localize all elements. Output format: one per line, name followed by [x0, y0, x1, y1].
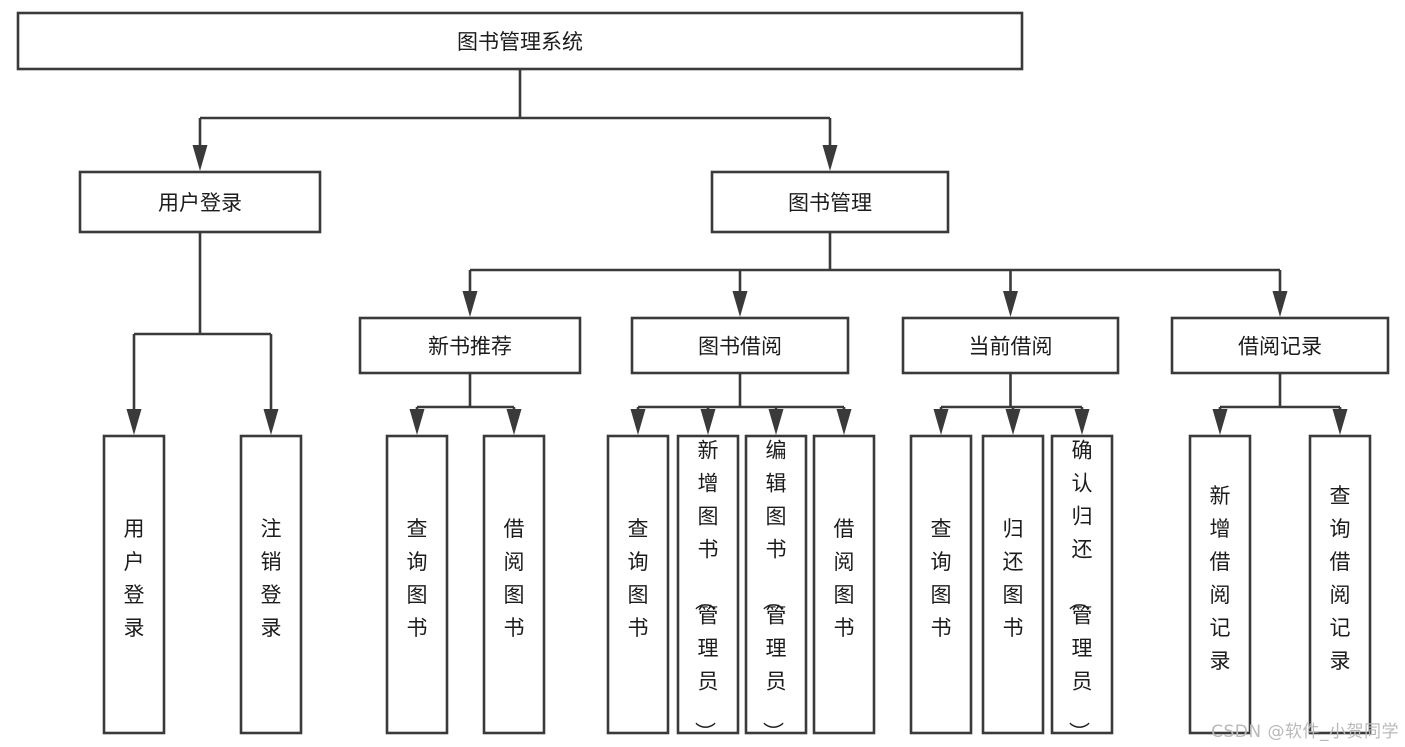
node-box-book-manage[interactable]	[710, 170, 950, 234]
node-label-book-manage: 图书管理	[788, 191, 872, 215]
node-new-book-rec[interactable]: 新书推荐	[358, 316, 582, 375]
node-label-leaf-query-book-1: 查询图书	[407, 517, 428, 640]
node-box-leaf-confirm-return[interactable]	[1050, 434, 1114, 735]
node-leaf-query-book-2[interactable]: 查询图书	[606, 434, 670, 735]
node-box-leaf-borrow-book-2[interactable]	[812, 434, 876, 735]
edge-root-to-modules	[192, 69, 838, 171]
node-leaf-return-book[interactable]: 归还图书	[981, 434, 1045, 735]
node-box-leaf-add-book[interactable]	[676, 434, 740, 735]
node-box-leaf-query-record[interactable]	[1308, 434, 1372, 735]
node-box-leaf-user-login[interactable]	[102, 434, 166, 735]
node-box-leaf-user-logout[interactable]	[239, 434, 303, 735]
node-label-leaf-query-book-3: 查询图书	[931, 517, 952, 640]
node-box-leaf-edit-book[interactable]	[744, 434, 808, 735]
node-leaf-query-record[interactable]: 查询借阅记录	[1308, 434, 1372, 735]
node-box-new-book-rec[interactable]	[358, 316, 582, 375]
node-box-current-borrow[interactable]	[901, 316, 1120, 375]
edge-user-login-to-leaves	[126, 232, 279, 435]
node-borrow-record[interactable]: 借阅记录	[1170, 316, 1390, 375]
node-box-leaf-add-record[interactable]	[1188, 434, 1252, 735]
node-box-leaf-query-book-2[interactable]	[606, 434, 670, 735]
node-box-root[interactable]	[16, 11, 1024, 71]
node-label-leaf-user-login: 用户登录	[124, 517, 145, 640]
edge-borrow-record-to-leaves	[1212, 373, 1348, 435]
node-label-current-borrow: 当前借阅	[969, 335, 1053, 359]
node-layer: 图书管理系统用户登录图书管理新书推荐图书借阅当前借阅借阅记录用户登录注销登录查询…	[16, 11, 1390, 743]
node-box-leaf-return-book[interactable]	[981, 434, 1045, 735]
node-box-leaf-query-book-3[interactable]	[909, 434, 973, 735]
node-box-leaf-borrow-book-1[interactable]	[482, 434, 546, 735]
node-leaf-query-book-1[interactable]: 查询图书	[385, 434, 449, 735]
node-label-leaf-add-book: 新增图书（管理员）	[693, 439, 719, 743]
node-leaf-edit-book[interactable]: 编辑图书（管理员）	[744, 434, 808, 743]
node-label-leaf-edit-book: 编辑图书（管理员）	[761, 439, 787, 743]
node-user-login[interactable]: 用户登录	[78, 170, 322, 234]
node-label-new-book-rec: 新书推荐	[428, 335, 512, 359]
node-label-leaf-query-book-2: 查询图书	[628, 517, 649, 640]
node-box-user-login[interactable]	[78, 170, 322, 234]
node-label-leaf-query-record: 查询借阅记录	[1330, 484, 1351, 673]
node-label-book-borrow: 图书借阅	[698, 335, 782, 359]
node-box-leaf-query-book-1[interactable]	[385, 434, 449, 735]
edge-book-manage-to-submodules	[462, 232, 1288, 317]
node-label-user-login: 用户登录	[158, 191, 242, 215]
node-box-book-borrow[interactable]	[630, 316, 850, 375]
node-current-borrow[interactable]: 当前借阅	[901, 316, 1120, 375]
node-label-leaf-borrow-book-2: 借阅图书	[834, 517, 855, 640]
edge-new-book-rec-to-leaves	[409, 373, 522, 435]
node-leaf-add-record[interactable]: 新增借阅记录	[1188, 434, 1252, 735]
connector-layer	[126, 69, 1348, 435]
node-leaf-confirm-return[interactable]: 确认归还（管理员）	[1050, 434, 1114, 743]
node-box-borrow-record[interactable]	[1170, 316, 1390, 375]
node-label-borrow-record: 借阅记录	[1238, 335, 1322, 359]
node-label-leaf-borrow-book-1: 借阅图书	[504, 517, 525, 640]
edge-book-borrow-to-leaves	[630, 373, 852, 435]
node-label-leaf-return-book: 归还图书	[1003, 517, 1024, 640]
node-label-leaf-user-logout: 注销登录	[261, 517, 282, 640]
node-label-leaf-add-record: 新增借阅记录	[1210, 484, 1231, 673]
node-root[interactable]: 图书管理系统	[16, 11, 1024, 71]
node-book-manage[interactable]: 图书管理	[710, 170, 950, 234]
node-leaf-query-book-3[interactable]: 查询图书	[909, 434, 973, 735]
node-label-root: 图书管理系统	[457, 30, 583, 54]
node-label-leaf-confirm-return: 确认归还（管理员）	[1067, 439, 1093, 743]
node-leaf-user-login[interactable]: 用户登录	[102, 434, 166, 735]
node-leaf-borrow-book-1[interactable]: 借阅图书	[482, 434, 546, 735]
node-leaf-borrow-book-2[interactable]: 借阅图书	[812, 434, 876, 735]
node-leaf-add-book[interactable]: 新增图书（管理员）	[676, 434, 740, 743]
node-book-borrow[interactable]: 图书借阅	[630, 316, 850, 375]
node-leaf-user-logout[interactable]: 注销登录	[239, 434, 303, 735]
edge-current-borrow-to-leaves	[933, 373, 1090, 435]
